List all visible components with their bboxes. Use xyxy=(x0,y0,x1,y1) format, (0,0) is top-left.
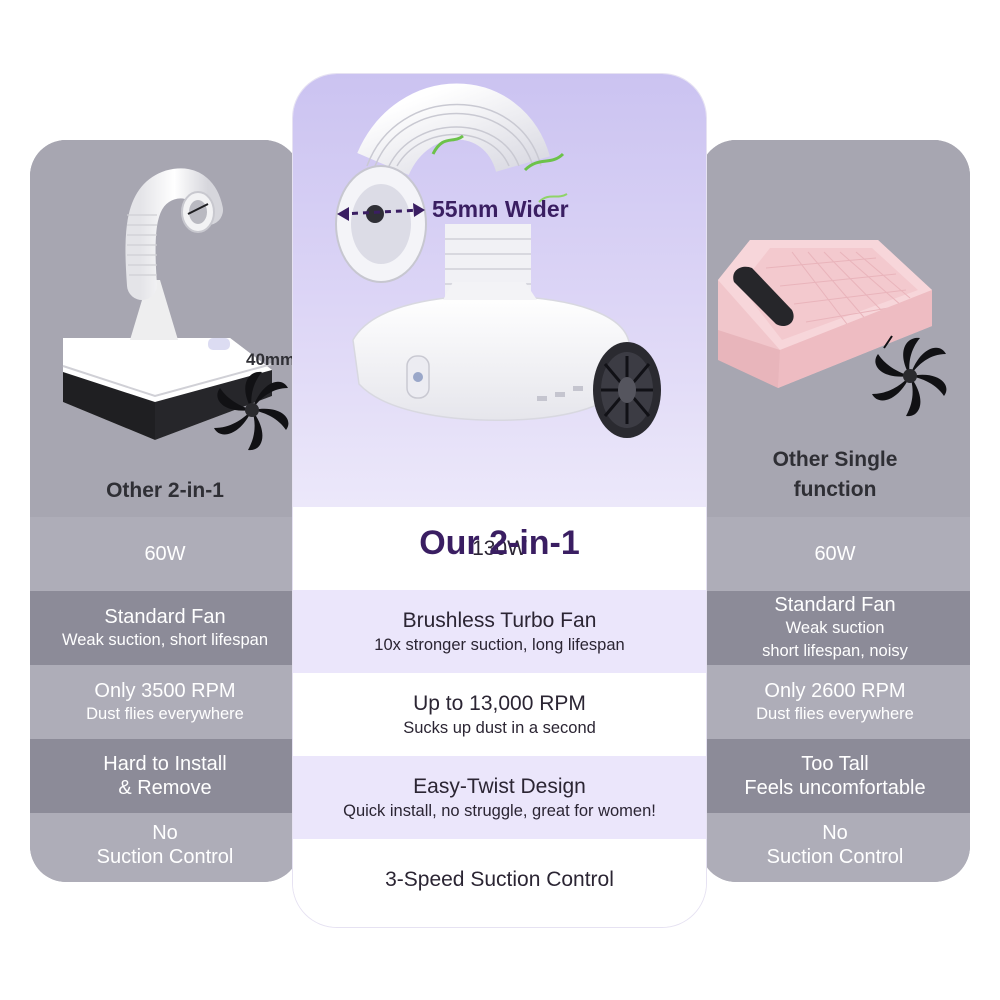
competitor-2in1-column: 40mm Other 2-in-1 60W Standard Fan Weak … xyxy=(30,140,300,882)
row-main: Too Tall xyxy=(801,753,869,775)
row-rpm: Up to 13,000 RPM Sucks up dust in a seco… xyxy=(293,673,706,756)
row-main: Easy-Twist Design xyxy=(413,774,586,798)
row-fan: Brushless Turbo Fan 10x stronger suction… xyxy=(293,590,706,673)
fan-impeller-icon xyxy=(593,342,661,438)
row-main: Hard to Install xyxy=(103,753,227,775)
row-main: No xyxy=(822,821,848,844)
our-2in1-column: 55mm Wider Our 2-in-1 130W Brushless Tur… xyxy=(293,74,706,927)
row-sub: Weak suction, short lifespan xyxy=(61,630,269,649)
row-control: No Suction Control xyxy=(700,813,970,882)
row-sub: Dust flies everywhere xyxy=(756,704,914,723)
row-sub-line2: short lifespan, noisy xyxy=(762,642,908,660)
row-install: Easy-Twist Design Quick install, no stru… xyxy=(293,756,706,839)
row-main: Standard Fan xyxy=(104,605,226,628)
competitor-2in1-device-image xyxy=(62,168,289,451)
row-fan: Standard Fan Weak suction, short lifespa… xyxy=(30,591,300,665)
row-sub: 10x stronger suction, long lifespan xyxy=(374,635,625,654)
row-main: Standard Fan xyxy=(774,594,896,616)
row-main: Brushless Turbo Fan xyxy=(402,608,597,632)
row-main: 3-Speed Suction Control xyxy=(385,868,614,891)
row-main-line2: Suction Control xyxy=(96,845,234,868)
row-power: 130W xyxy=(293,507,706,590)
row-control: No Suction Control xyxy=(30,813,300,882)
competitor-single-header: Other Single function xyxy=(700,140,970,517)
row-main: Only 2600 RPM xyxy=(764,679,906,702)
row-main: No xyxy=(152,821,178,844)
row-install: Hard to Install & Remove xyxy=(30,739,300,813)
column-title: Our 2-in-1 xyxy=(419,524,580,562)
competitor-single-device-image xyxy=(718,240,947,417)
hose-width-callout: 55mm Wider xyxy=(432,196,569,222)
row-sub: Quick install, no struggle, great for wo… xyxy=(343,801,656,820)
row-rpm: Only 3500 RPM Dust flies everywhere xyxy=(30,665,300,739)
row-install: Too Tall Feels uncomfortable xyxy=(700,739,970,813)
width-arrow-icon xyxy=(187,203,209,215)
column-title: Other Single function xyxy=(700,445,970,505)
row-control: 3-Speed Suction Control xyxy=(293,839,706,927)
row-main: 60W xyxy=(814,543,856,565)
row-fan: Standard Fan Weak suction short lifespan… xyxy=(700,591,970,665)
row-main-line2: Suction Control xyxy=(766,845,904,868)
row-sub: Dust flies everywhere xyxy=(86,704,244,723)
row-main-line2: Feels uncomfortable xyxy=(744,777,926,799)
column-title-line1: Other Single xyxy=(772,448,898,471)
competitor-single-column: Other Single function 60W Standard Fan W… xyxy=(700,140,970,882)
row-main: 60W xyxy=(144,543,186,565)
row-sub: Sucks up dust in a second xyxy=(403,718,596,737)
row-rpm: Only 2600 RPM Dust flies everywhere xyxy=(700,665,970,739)
row-main: Only 3500 RPM xyxy=(94,679,236,702)
width-arrow-icon xyxy=(337,203,425,221)
row-sub: Weak suction xyxy=(785,619,885,637)
row-main: 130W xyxy=(472,536,527,560)
hose-width-callout: 40mm xyxy=(246,350,296,369)
row-main: Up to 13,000 RPM xyxy=(413,691,586,715)
row-power: 60W xyxy=(30,517,300,591)
our-2in1-device-image xyxy=(335,83,661,438)
column-title: Other 2-in-1 xyxy=(106,479,224,502)
fan-impeller-icon xyxy=(214,371,289,451)
column-title-line2: function xyxy=(793,478,877,501)
competitor-2in1-header: 40mm Other 2-in-1 xyxy=(30,140,300,517)
row-main-line2: & Remove xyxy=(118,777,212,799)
row-power: 60W xyxy=(700,517,970,591)
fan-impeller-icon xyxy=(872,335,947,417)
our-2in1-header: 55mm Wider xyxy=(293,74,706,507)
